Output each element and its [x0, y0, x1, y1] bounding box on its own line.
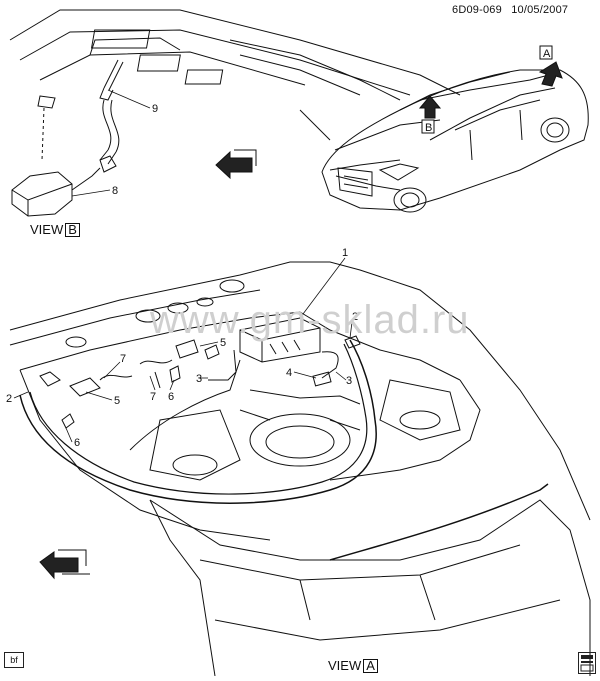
callout-6-mid: 6	[168, 391, 174, 403]
callout-2-left: 2	[6, 393, 12, 405]
trunk-view	[9, 261, 591, 677]
antenna-module	[11, 155, 117, 217]
drawing-id: 6D09-069	[452, 4, 502, 16]
view-a-word: VIEW	[328, 658, 362, 673]
callout-8: 8	[112, 185, 118, 197]
callout-2-right: 2	[352, 311, 358, 323]
arrow-b-marker	[418, 95, 442, 119]
view-a-letter: A	[363, 659, 378, 673]
callout-9: 9	[152, 103, 158, 115]
car-illustration	[321, 69, 589, 213]
arrow-b-letter: B	[425, 122, 432, 134]
leader-lines	[13, 89, 353, 443]
front-arrow-view-a	[39, 549, 90, 580]
footer-code: bf	[4, 652, 24, 668]
arrow-a-marker	[538, 61, 563, 87]
front-arrow-view-b	[215, 149, 257, 180]
drawing-reference: 6D09-069 10/05/2007	[452, 4, 568, 16]
corner-symbol-icon	[578, 652, 596, 674]
callout-5-upper: 5	[220, 337, 226, 349]
headliner-view	[9, 9, 461, 165]
callout-4: 4	[286, 367, 292, 379]
callout-1: 1	[342, 247, 348, 259]
callout-labels: 9 8 1 2 2 4 5 5 7 7 6 6 3 3	[6, 103, 358, 449]
car-inset-letters: B A	[421, 45, 553, 134]
callout-7-lower: 7	[150, 391, 156, 403]
callout-3-left: 3	[196, 373, 202, 385]
drawing-date: 10/05/2007	[511, 4, 569, 16]
view-b-word: VIEW	[30, 222, 64, 237]
arrow-a-letter: A	[543, 48, 551, 60]
callout-5-lower: 5	[114, 395, 120, 407]
corner-symbol-graphic	[580, 655, 594, 672]
watermark: www.gm-sklad.ru	[150, 298, 470, 342]
callout-6-left: 6	[74, 437, 80, 449]
view-b-letter: B	[65, 223, 80, 237]
callout-7-upper: 7	[120, 353, 126, 365]
callout-3-right: 3	[346, 375, 352, 387]
